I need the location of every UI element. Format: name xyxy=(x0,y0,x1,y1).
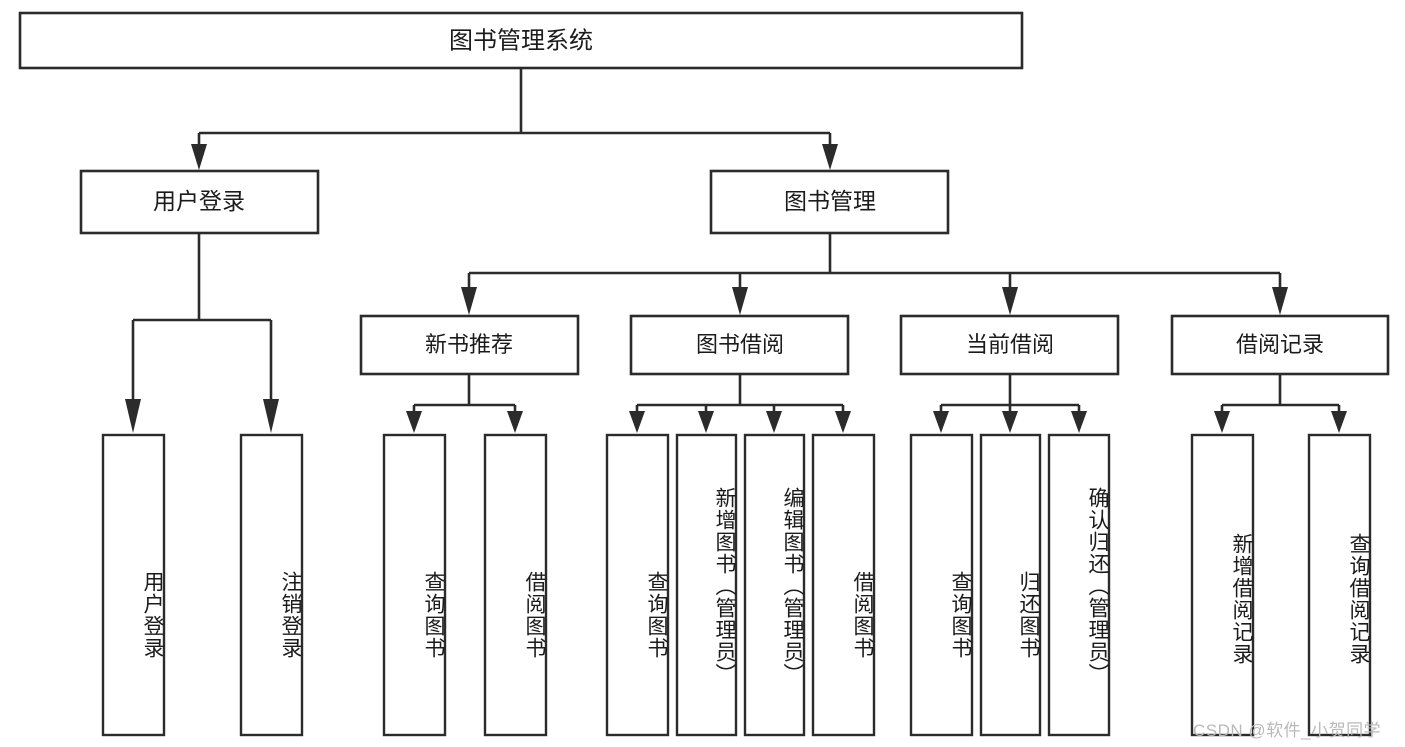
arrowhead-level2-2 xyxy=(822,144,838,170)
node-book-borrow-label: 图书借阅 xyxy=(696,332,784,357)
arrowhead-bb-leaf-1 xyxy=(629,411,645,433)
leaf-box-nbr-1[interactable] xyxy=(382,433,447,737)
node-new-book-recommend-label: 新书推荐 xyxy=(425,332,513,357)
leaf-box-cb-1[interactable] xyxy=(909,433,974,737)
leaf-box-user-login-2[interactable] xyxy=(239,433,304,737)
node-book-borrow[interactable]: 图书借阅 xyxy=(629,314,850,376)
arrowhead-user-login-leaf-2 xyxy=(263,399,279,433)
leaf-box-bb-3[interactable] xyxy=(743,433,806,737)
leaf-box-bb-4[interactable] xyxy=(811,433,876,737)
arrowhead-br-leaf-1 xyxy=(1214,411,1230,433)
arrowhead-cb-leaf-3 xyxy=(1071,411,1087,433)
arrowhead-level3-1 xyxy=(461,287,477,315)
arrowhead-nbr-leaf-1 xyxy=(406,411,422,433)
arrowhead-cb-leaf-1 xyxy=(933,411,949,433)
arrowhead-level3-3 xyxy=(1002,287,1018,315)
arrowhead-cb-leaf-2 xyxy=(1002,411,1018,433)
arrowhead-bb-leaf-3 xyxy=(766,411,782,433)
node-user-login-label: 用户登录 xyxy=(153,188,245,214)
leaf-box-cb-3[interactable] xyxy=(1047,433,1111,737)
csdn-watermark: CSDN @软件_小贺同学 xyxy=(1193,721,1382,740)
node-borrow-record-label: 借阅记录 xyxy=(1236,332,1324,357)
node-new-book-recommend-box[interactable] xyxy=(359,314,580,376)
leaf-box-bb-1[interactable] xyxy=(605,433,670,737)
node-book-management-label: 图书管理 xyxy=(784,188,876,214)
arrowhead-nbr-leaf-2 xyxy=(507,411,523,433)
arrowhead-level3-4 xyxy=(1272,287,1288,315)
leaf-box-nbr-2[interactable] xyxy=(483,433,548,737)
leaf-box-br-2[interactable] xyxy=(1307,433,1372,737)
node-current-borrow[interactable]: 当前借阅 xyxy=(899,314,1120,376)
node-root-box[interactable] xyxy=(18,11,1024,70)
node-book-management-box[interactable] xyxy=(709,169,950,235)
node-borrow-record[interactable]: 借阅记录 xyxy=(1170,314,1390,376)
leaf-box-user-login-1[interactable] xyxy=(101,433,166,737)
node-user-login[interactable]: 用户登录 xyxy=(79,169,320,235)
node-book-borrow-box[interactable] xyxy=(629,314,850,376)
arrowhead-bb-leaf-4 xyxy=(835,411,851,433)
node-current-borrow-label: 当前借阅 xyxy=(966,332,1054,357)
arrowhead-user-login-leaf-1 xyxy=(125,399,141,433)
arrowhead-level3-2 xyxy=(732,287,748,315)
leaf-box-bb-2[interactable] xyxy=(675,433,738,737)
leaf-box-cb-2[interactable] xyxy=(979,433,1042,737)
leaf-box-br-1[interactable] xyxy=(1190,433,1255,737)
arrowhead-br-leaf-2 xyxy=(1331,411,1347,433)
arrowhead-bb-leaf-2 xyxy=(698,411,714,433)
arrowhead-level2-1 xyxy=(191,144,207,170)
node-root[interactable]: 图书管理系统 xyxy=(18,11,1024,70)
node-root-label: 图书管理系统 xyxy=(449,27,593,54)
node-new-book-recommend[interactable]: 新书推荐 xyxy=(359,314,580,376)
node-current-borrow-box[interactable] xyxy=(899,314,1120,376)
node-book-management[interactable]: 图书管理 xyxy=(709,169,950,235)
node-borrow-record-box[interactable] xyxy=(1170,314,1390,376)
